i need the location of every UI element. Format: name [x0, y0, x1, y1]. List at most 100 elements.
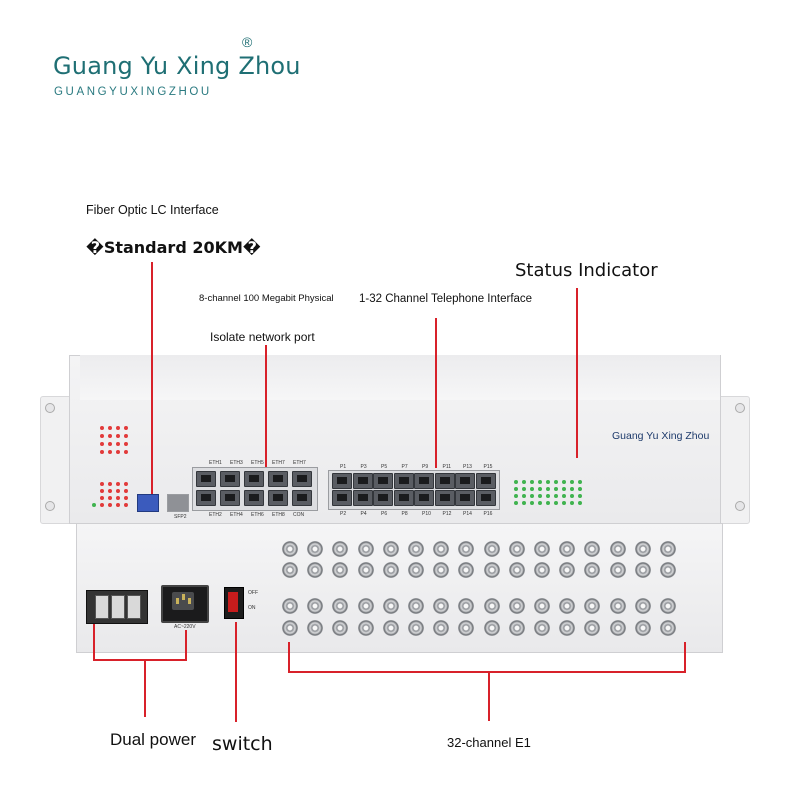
- status-led: [562, 487, 566, 491]
- bnc-connector[interactable]: [458, 562, 475, 578]
- telephone-port[interactable]: [434, 490, 455, 506]
- bnc-connector[interactable]: [483, 541, 500, 557]
- dc-power-terminal[interactable]: [86, 590, 148, 624]
- bnc-connector[interactable]: [408, 598, 424, 614]
- ethernet-port[interactable]: [196, 471, 216, 487]
- bnc-connector[interactable]: [332, 541, 349, 557]
- ethernet-port[interactable]: [244, 471, 264, 487]
- bnc-connector[interactable]: [534, 598, 550, 614]
- bnc-connector[interactable]: [483, 598, 500, 614]
- bnc-connector[interactable]: [634, 541, 651, 557]
- telephone-port[interactable]: [352, 490, 373, 506]
- bnc-connector[interactable]: [508, 620, 525, 636]
- bnc-connector[interactable]: [534, 562, 550, 578]
- telephone-port[interactable]: [455, 490, 475, 506]
- telephone-port[interactable]: [414, 490, 434, 506]
- bnc-connector[interactable]: [609, 562, 626, 578]
- ethernet-port[interactable]: [220, 471, 240, 487]
- bnc-connector[interactable]: [433, 541, 450, 557]
- sfp-port-2[interactable]: [167, 494, 189, 512]
- power-switch-rocker[interactable]: [228, 592, 238, 612]
- bnc-connector[interactable]: [584, 598, 601, 614]
- telephone-port[interactable]: [393, 473, 414, 489]
- bnc-connector[interactable]: [357, 620, 374, 636]
- switch-label: switch: [212, 733, 273, 755]
- bnc-connector[interactable]: [559, 620, 576, 636]
- bnc-connector[interactable]: [408, 562, 424, 578]
- bnc-connector[interactable]: [332, 562, 349, 578]
- bnc-connector[interactable]: [660, 562, 676, 578]
- telephone-port[interactable]: [373, 473, 393, 489]
- bnc-connector[interactable]: [282, 620, 298, 636]
- ethernet-port[interactable]: [196, 490, 216, 506]
- bnc-connector[interactable]: [307, 620, 324, 636]
- bnc-connector[interactable]: [458, 541, 475, 557]
- bnc-connector[interactable]: [584, 541, 601, 557]
- ethernet-port[interactable]: [292, 471, 312, 487]
- bnc-connector[interactable]: [332, 598, 349, 614]
- bnc-connector[interactable]: [357, 598, 374, 614]
- callout-line-e1: [488, 671, 490, 721]
- bnc-connector[interactable]: [357, 562, 374, 578]
- bnc-connector[interactable]: [307, 598, 324, 614]
- telephone-port[interactable]: [352, 473, 373, 489]
- bnc-connector[interactable]: [609, 541, 626, 557]
- bnc-connector[interactable]: [408, 541, 424, 557]
- bnc-connector[interactable]: [382, 541, 399, 557]
- bnc-connector[interactable]: [634, 562, 651, 578]
- bnc-connector[interactable]: [660, 620, 676, 636]
- bnc-connector[interactable]: [584, 562, 601, 578]
- bnc-connector[interactable]: [508, 541, 525, 557]
- bnc-connector[interactable]: [559, 562, 576, 578]
- bnc-connector[interactable]: [559, 541, 576, 557]
- telephone-port[interactable]: [332, 490, 352, 506]
- red-led: [116, 442, 120, 446]
- bnc-connector[interactable]: [382, 620, 399, 636]
- bnc-connector[interactable]: [282, 562, 298, 578]
- bnc-connector[interactable]: [483, 562, 500, 578]
- bnc-connector[interactable]: [282, 541, 298, 557]
- callout-line-switch: [235, 622, 237, 722]
- bnc-connector[interactable]: [332, 620, 349, 636]
- telephone-port[interactable]: [393, 490, 414, 506]
- bnc-connector[interactable]: [634, 620, 651, 636]
- telephone-port[interactable]: [414, 473, 434, 489]
- bnc-connector[interactable]: [483, 620, 500, 636]
- bnc-connector[interactable]: [433, 562, 450, 578]
- telephone-port[interactable]: [332, 473, 352, 489]
- bnc-connector[interactable]: [534, 620, 550, 636]
- ethernet-port[interactable]: [268, 490, 288, 506]
- bnc-connector[interactable]: [382, 562, 399, 578]
- ethernet-port[interactable]: [292, 490, 312, 506]
- ethernet-port[interactable]: [220, 490, 240, 506]
- bnc-connector[interactable]: [282, 598, 298, 614]
- bnc-connector[interactable]: [357, 541, 374, 557]
- telephone-port[interactable]: [475, 490, 496, 506]
- bnc-connector[interactable]: [458, 620, 475, 636]
- ethernet-port[interactable]: [268, 471, 288, 487]
- bnc-connector[interactable]: [609, 620, 626, 636]
- bnc-connector[interactable]: [534, 541, 550, 557]
- ethernet-port[interactable]: [244, 490, 264, 506]
- bnc-connector[interactable]: [508, 562, 525, 578]
- telephone-port[interactable]: [373, 490, 393, 506]
- bnc-connector[interactable]: [660, 541, 676, 557]
- bnc-connector[interactable]: [609, 598, 626, 614]
- bnc-connector[interactable]: [634, 598, 651, 614]
- telephone-port[interactable]: [434, 473, 455, 489]
- telephone-port[interactable]: [455, 473, 475, 489]
- bnc-connector[interactable]: [559, 598, 576, 614]
- red-led: [100, 442, 104, 446]
- bnc-connector[interactable]: [408, 620, 424, 636]
- bnc-connector[interactable]: [307, 541, 324, 557]
- sfp-port-1[interactable]: [137, 494, 159, 512]
- telephone-port[interactable]: [475, 473, 496, 489]
- bnc-connector[interactable]: [307, 562, 324, 578]
- bnc-connector[interactable]: [584, 620, 601, 636]
- bnc-connector[interactable]: [433, 620, 450, 636]
- bnc-connector[interactable]: [458, 598, 475, 614]
- bnc-connector[interactable]: [382, 598, 399, 614]
- bnc-connector[interactable]: [433, 598, 450, 614]
- bnc-connector[interactable]: [660, 598, 676, 614]
- bnc-connector[interactable]: [508, 598, 525, 614]
